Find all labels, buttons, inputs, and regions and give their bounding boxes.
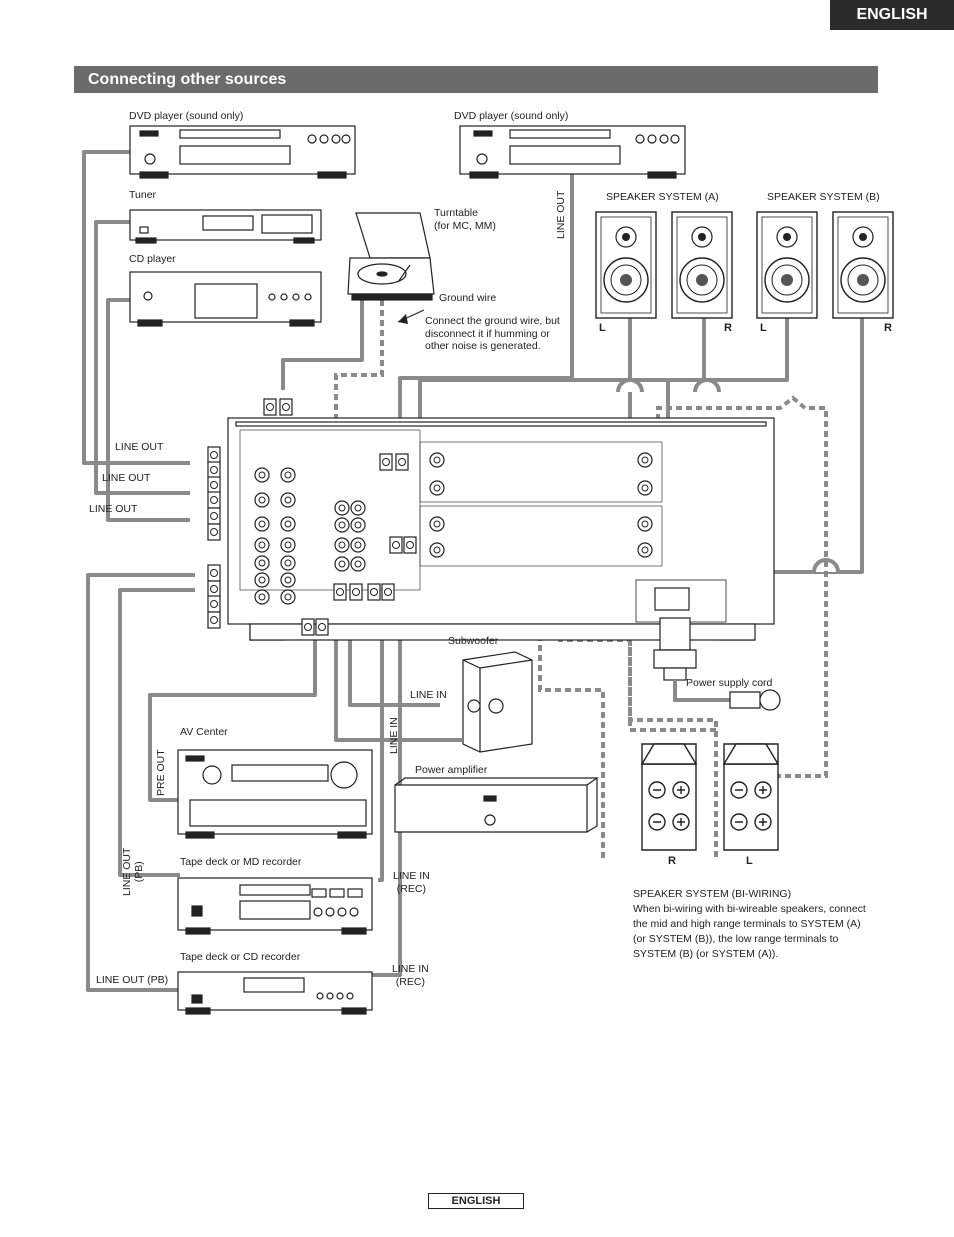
speaker-b-right [832,211,894,319]
cd-player-label: CD player [129,253,176,265]
tuner-label: Tuner [129,189,157,201]
subwoofer-label: Subwoofer [448,635,499,647]
speaker-a-right-marker: R [724,322,732,334]
line-out-dvd-left: LINE OUT [115,441,164,453]
ground-wire-label: Ground wire [439,292,497,304]
section-title: Connecting other sources [74,66,878,93]
av-center-label: AV Center [180,726,228,738]
subwoofer [462,651,533,753]
speaker-a-right [671,211,733,319]
biwiring-note: When bi-wiring with bi-wireable speakers… [633,903,866,960]
biwire-l-marker: L [746,855,753,867]
line-out-cd: LINE OUT [89,503,138,515]
line-in-rec-md: LINE IN (REC) [393,870,430,895]
av-center [177,749,373,839]
tape-cd-label: Tape deck or CD recorder [180,951,301,963]
power-amp-label: Power amplifier [415,764,488,776]
footer-language: ENGLISH [428,1193,524,1209]
speaker-b-label: SPEAKER SYSTEM (B) [767,191,880,203]
ground-note: Connect the ground wire, but disconnect … [425,315,560,352]
speaker-b-left [756,211,818,319]
dvd-left-label: DVD player (sound only) [129,110,244,122]
line-in-amp: LINE IN [388,717,400,754]
receiver-rear-panel [227,417,775,641]
line-out-pb-cd: LINE OUT (PB) [96,974,169,986]
biwiring-title: SPEAKER SYSTEM (BI-WIRING) [633,888,792,900]
pre-out-label: PRE OUT [155,749,167,796]
biwire-speakers [640,743,780,851]
speaker-a-label: SPEAKER SYSTEM (A) [606,191,719,203]
line-out-tuner: LINE OUT [102,472,151,484]
line-out-pb-md: LINE OUT (PB) [121,847,145,896]
power-cord-label: Power supply cord [686,677,773,689]
tuner [129,209,322,244]
speaker-b-left-marker: L [760,322,767,334]
dvd-player-left [129,125,356,179]
biwire-r-marker: R [668,855,676,867]
dvd-player-right [459,125,686,179]
power-amplifier [394,777,599,833]
line-out-dvd-right: LINE OUT [555,190,567,239]
turntable [347,212,435,301]
line-in-rec-cd: LINE IN (REC) [392,963,429,988]
language-tab: ENGLISH [830,0,954,30]
dvd-right-label: DVD player (sound only) [454,110,569,122]
speaker-a-left-marker: L [599,322,606,334]
speaker-b-right-marker: R [884,322,892,334]
tape-deck-md [177,877,373,935]
cd-player [129,271,322,327]
speaker-a-left [595,211,657,319]
tape-md-label: Tape deck or MD recorder [180,856,302,868]
turntable-label: Turntable (for MC, MM) [434,207,496,232]
line-in-subwoofer: LINE IN [410,689,447,701]
tape-deck-cd [177,971,373,1015]
power-plug [653,617,781,711]
